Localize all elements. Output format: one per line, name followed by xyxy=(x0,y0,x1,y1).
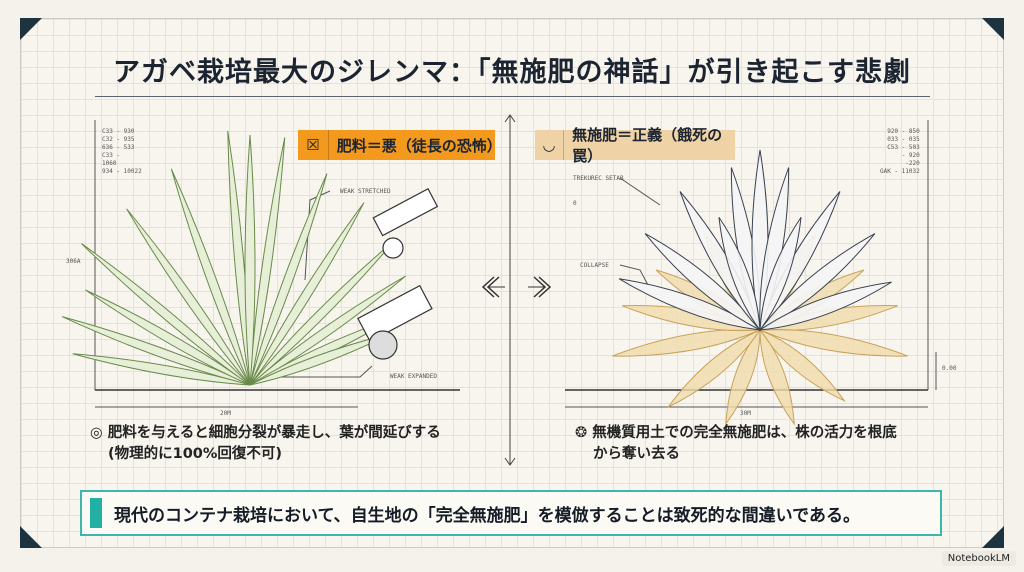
leaf xyxy=(249,202,365,386)
leaf xyxy=(612,329,761,357)
leaf xyxy=(759,329,908,357)
compact-agave-illustration xyxy=(612,149,908,426)
leaf xyxy=(667,328,762,408)
page-title: アガベ栽培最大のジレンマ：「無施肥の神話」が引き起こす悲劇 xyxy=(113,57,911,88)
leaf xyxy=(81,243,251,386)
leaf xyxy=(759,216,802,332)
label-trekurec: TREKUREC SETAB xyxy=(573,175,624,182)
left-spec-list: C33 - 930 C32 - 935 636 - 533 C33 - 1060… xyxy=(102,128,142,175)
no-fertilizer-tag: ◡ 無施肥＝正義（餓死の罠） xyxy=(535,126,735,165)
callout-line xyxy=(278,365,373,378)
leaf xyxy=(249,173,328,386)
accent-bar xyxy=(90,498,102,528)
leaf xyxy=(249,275,406,386)
leaf xyxy=(126,208,251,386)
leaf xyxy=(759,328,795,426)
left-width-label: 20M xyxy=(220,410,231,417)
right-height-label: 0.00 xyxy=(942,365,957,372)
leaf xyxy=(618,278,761,331)
callout-weak-expanded: WEAK EXPANDED xyxy=(390,373,437,380)
cell-tube-icon xyxy=(357,188,439,360)
arrow-left-icon xyxy=(481,276,495,298)
fertilizer-bad-tag: ☒ 肥料＝悪（徒長の恐怖） xyxy=(298,130,502,160)
leaf xyxy=(758,328,846,402)
leaf xyxy=(170,168,251,386)
leaf xyxy=(759,233,876,331)
right-width-label: 30M xyxy=(740,410,751,417)
leaf xyxy=(759,281,892,331)
leaf xyxy=(725,328,761,426)
callout-line xyxy=(619,177,661,206)
left-height-label: 306A xyxy=(66,258,81,265)
right-caption: ❂ 無機質用土での完全無施肥は、株の活力を根底 から奪い去る xyxy=(575,425,897,462)
empty-pot-icon: ◡ xyxy=(535,130,565,160)
crossed-fertilizer-bag-icon: ☒ xyxy=(298,130,329,160)
conclusion-text: 現代のコンテナ栽培において、自生地の「完全無施肥」を模倣することは致死的な間違い… xyxy=(114,505,860,526)
callout-collapse: COLLAPSE xyxy=(580,262,609,269)
right-spec-list: 920 - 850 033 - 035 C53 - 503 - 920 -220… xyxy=(880,128,920,175)
arrow-right-icon xyxy=(538,276,552,298)
callout-weak-stretched: WEAK STRETCHED xyxy=(340,188,391,195)
label-trekurec-value: 0 xyxy=(573,200,577,207)
cell-icon: ◎ xyxy=(90,425,108,441)
callout-line xyxy=(304,190,331,281)
leaf xyxy=(249,137,286,386)
stretched-agave-illustration xyxy=(61,130,406,386)
left-caption: ◎ 肥料を与えると細胞分裂が暴走し、葉が間延びする (物理的に100%回復不可) xyxy=(90,425,441,462)
notebooklm-badge: NotebookLM xyxy=(941,551,1016,566)
conclusion-box: 現代のコンテナ栽培において、自生地の「完全無施肥」を模倣することは致死的な間違い… xyxy=(80,490,942,536)
leaf xyxy=(85,289,251,386)
callout-line xyxy=(619,264,649,286)
leaf xyxy=(61,316,251,386)
leaf xyxy=(644,233,761,331)
title-divider xyxy=(95,96,930,97)
leaf xyxy=(72,353,251,386)
cell-icon: ❂ xyxy=(575,425,593,441)
leaf xyxy=(244,134,256,386)
leaf xyxy=(718,216,761,332)
